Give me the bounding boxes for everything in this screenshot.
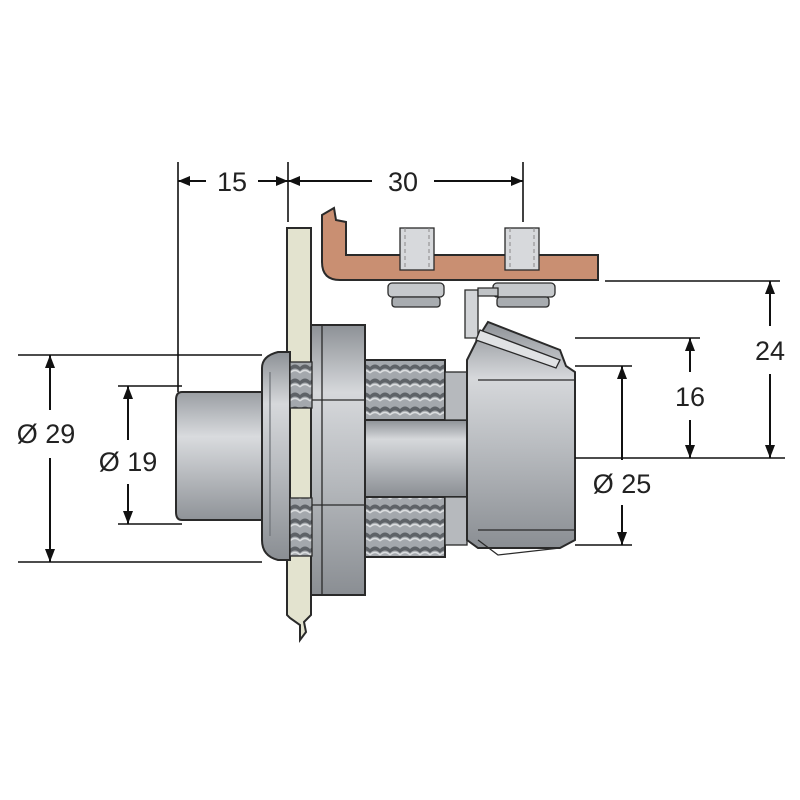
dim-label-16: 16 xyxy=(675,382,705,412)
contact-block xyxy=(466,320,576,556)
copper-strip xyxy=(321,206,599,281)
dim-label-30: 30 xyxy=(388,167,418,197)
dim-label-dia-25: Ø 25 xyxy=(593,469,652,499)
mounting-nut xyxy=(289,324,366,596)
terminal-screw-left xyxy=(387,227,445,308)
copper-terminal xyxy=(321,206,599,339)
dim-label-15: 15 xyxy=(217,167,247,197)
threaded-sleeve xyxy=(364,359,468,558)
terminal-screw-right xyxy=(492,227,556,308)
front-bezel xyxy=(261,351,291,561)
dim-label-dia-19: Ø 19 xyxy=(99,447,158,477)
dimension-lines xyxy=(18,162,785,563)
dim-label-24: 24 xyxy=(755,336,785,366)
dim-label-dia-29: Ø 29 xyxy=(17,419,76,449)
push-button-cap xyxy=(175,351,291,561)
